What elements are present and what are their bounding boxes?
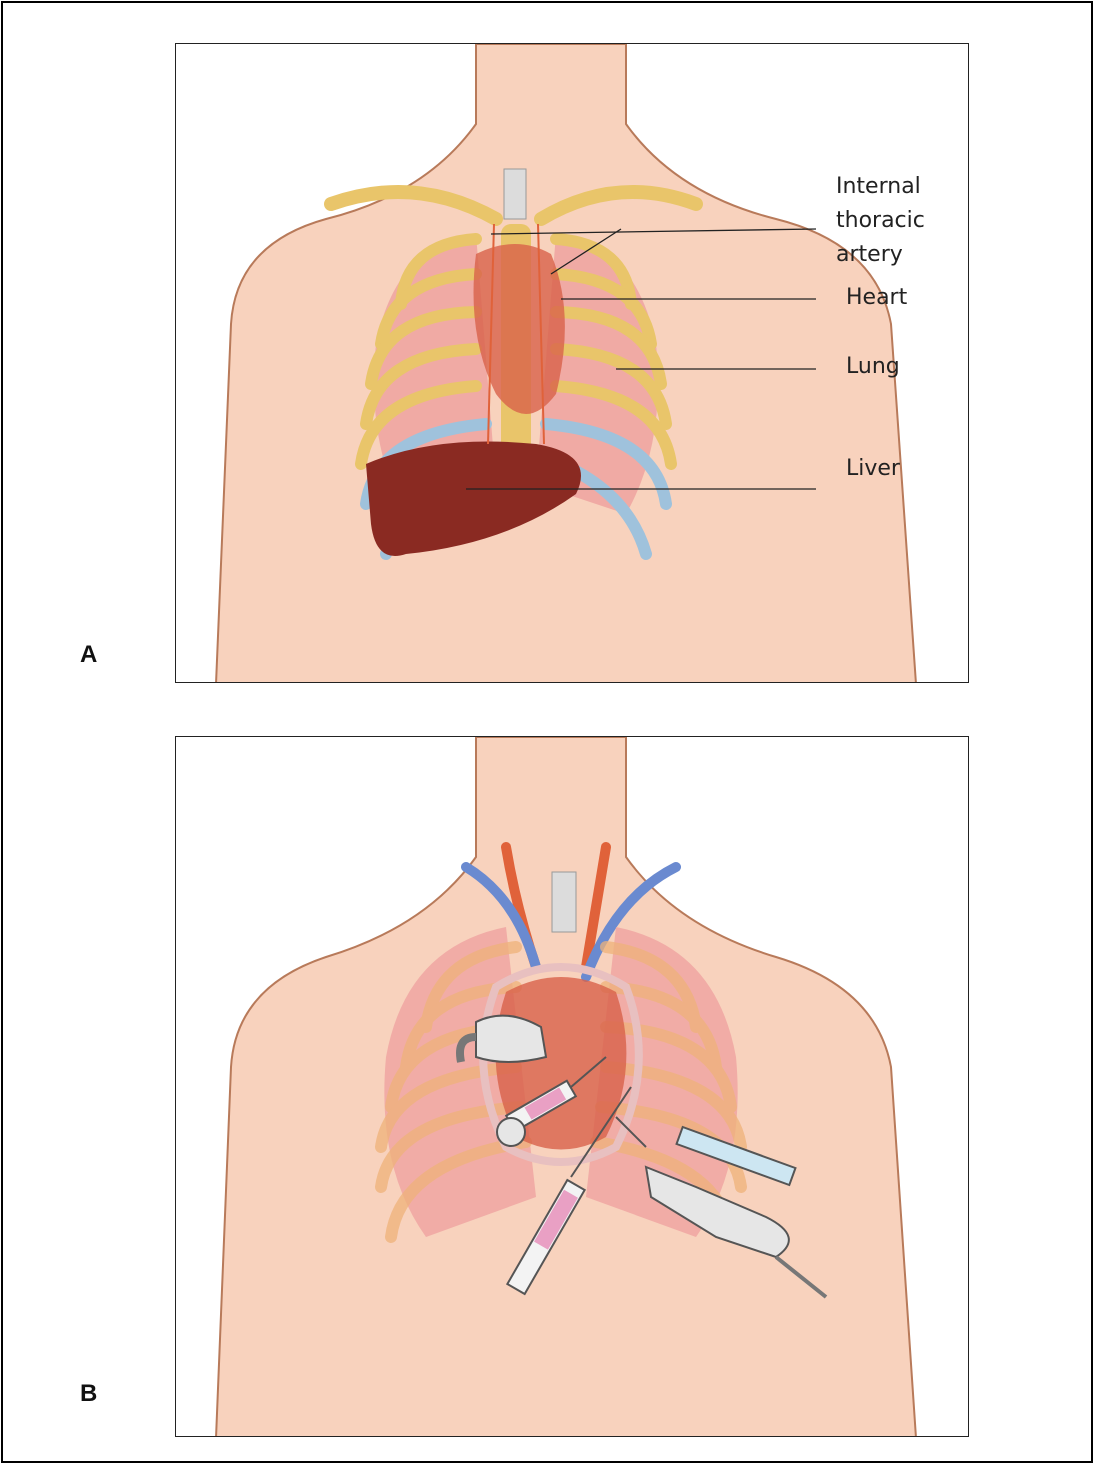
panel-a-anatomy: Internal thoracic artery Heart Lung Live… [175, 43, 969, 683]
label-artery-line1: Internal [836, 170, 921, 204]
panel-b-procedure [175, 736, 969, 1437]
panel-letter-b: B [80, 1380, 97, 1408]
pericardiocentesis-illustration [176, 737, 969, 1437]
label-lung: Lung [846, 350, 900, 384]
label-heart: Heart [846, 281, 907, 315]
panel-letter-a: A [80, 641, 97, 669]
label-liver: Liver [846, 452, 900, 486]
trachea [504, 169, 526, 219]
trachea-b [552, 872, 576, 932]
label-artery-line3: artery [836, 238, 903, 272]
label-artery-line2: thoracic [836, 204, 925, 238]
